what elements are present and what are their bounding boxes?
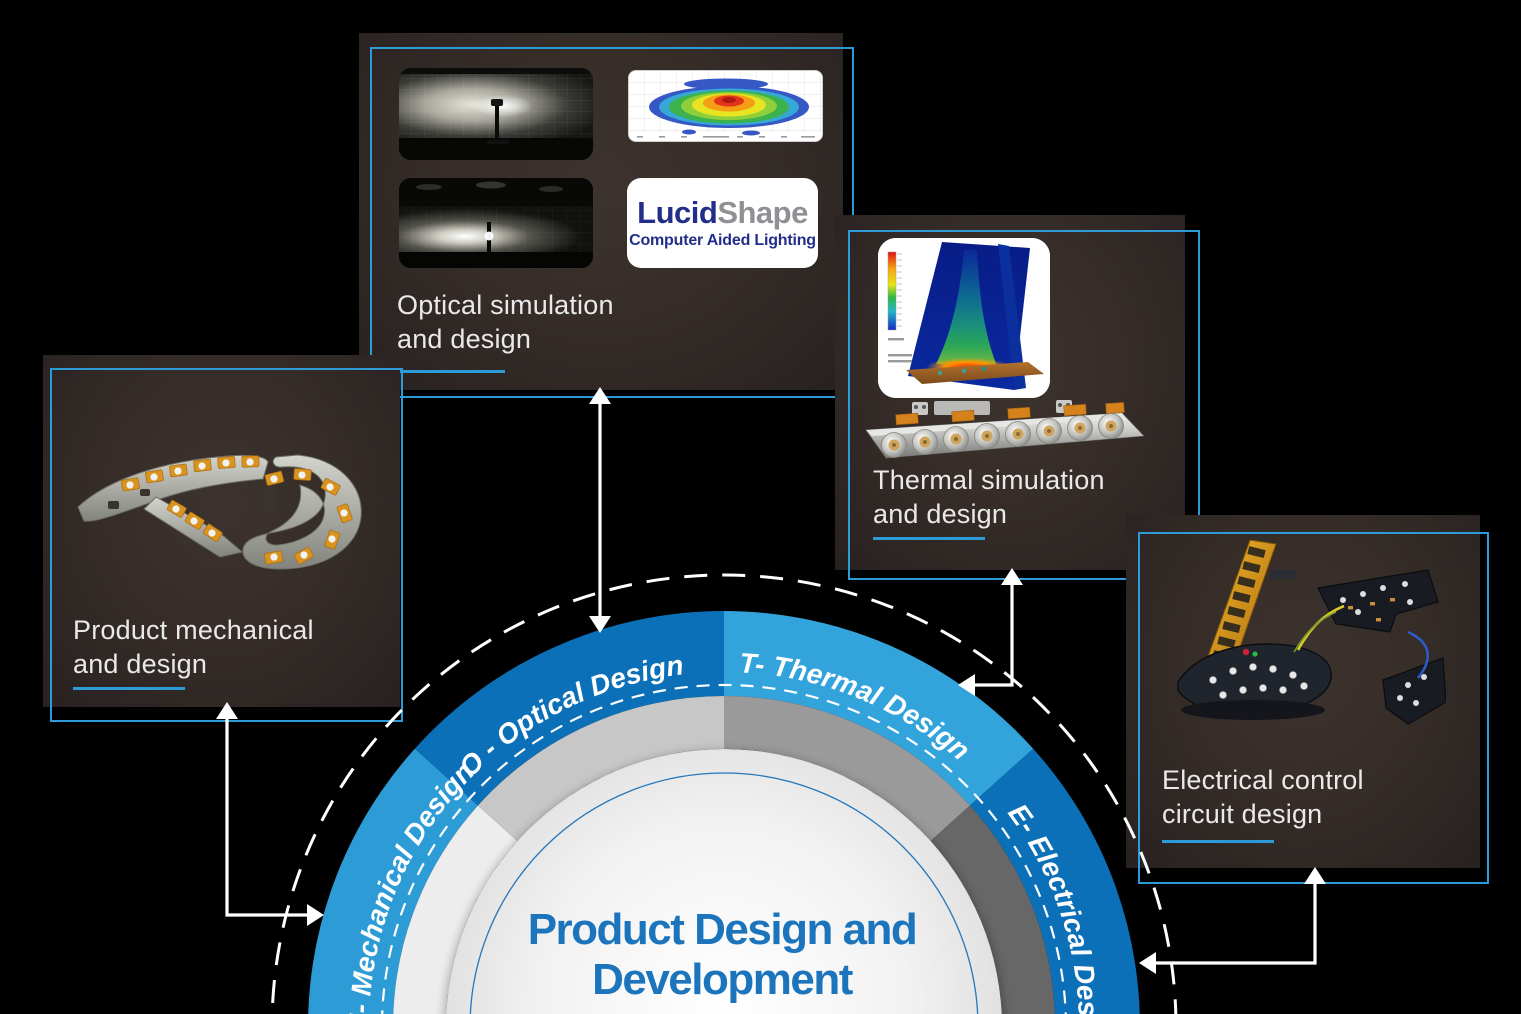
electrical-title-line2: circuit design [1162, 799, 1323, 829]
segment-label-electrical: E- Electrical Design [1002, 798, 1104, 1014]
pcb2-led-pads [1397, 674, 1427, 706]
optical-title-line2: and design [397, 324, 532, 354]
thermal-title-line1: Thermal simulation [873, 465, 1105, 495]
circuit-boards-photo [1158, 540, 1446, 758]
lucidshape-logo: LucidShape Computer Aided Lighting [627, 178, 818, 268]
lucidshape-tagline: Computer Aided Lighting [629, 231, 816, 249]
beam-test-photo-1 [399, 68, 593, 160]
housing-led-pads [1209, 663, 1308, 699]
thermal-card: Thermal simulation and design [835, 215, 1185, 570]
beam-photo-1-art [399, 74, 593, 160]
electrical-connector-arrow [1139, 867, 1326, 974]
center-thin-blue-circle [469, 772, 979, 1014]
electrical-title-line1: Electrical control [1162, 765, 1364, 795]
headlamp-frame-art [77, 454, 362, 570]
inner-dashed-circle [381, 684, 1067, 1014]
mechanical-title-line2: and design [73, 649, 208, 679]
optical-title-underline [397, 370, 505, 373]
mechanical-card-title: Product mechanical and design [73, 613, 314, 681]
led-bar-flex-pads [895, 402, 1125, 426]
thermal-card-title: Thermal simulation and design [873, 463, 1105, 531]
gray-segment-electrical [930, 805, 1055, 1014]
wheel-center-title-line2: Development [592, 955, 854, 1004]
gray-segment-thermal [724, 696, 970, 841]
headlamp-frame-photo [68, 433, 373, 593]
thermal-legend-marks [888, 338, 912, 363]
electrical-card: Electrical control circuit design [1126, 515, 1480, 868]
isolux-chart [628, 70, 823, 142]
product-design-wheel: M- Mechanical Design O - Optical Design … [270, 573, 1178, 1014]
thermal-simulation-image [878, 238, 1050, 398]
thermal-colorbar [887, 251, 897, 331]
green-wire [1293, 611, 1337, 653]
electrical-title-underline [1162, 840, 1274, 843]
segment-label-optical: O - Optical Design [453, 649, 685, 782]
segment-mechanical [308, 748, 478, 1014]
optical-card: LucidShape Computer Aided Lighting Optic… [359, 33, 843, 390]
flex-pcb-pads [120, 455, 353, 565]
beam-photo-2-art [399, 178, 593, 268]
pcb1-gold-pads [1348, 598, 1395, 622]
isolux-chart-art [629, 71, 822, 141]
optical-connector-arrow [589, 387, 611, 633]
mechanical-title-line1: Product mechanical [73, 615, 314, 645]
center-disc [446, 749, 1002, 1014]
mechanical-card: Product mechanical and design [43, 355, 400, 707]
outer-dashed-circle [270, 573, 1178, 1014]
thermal-sim-art [878, 238, 1050, 398]
gray-segment-optical [478, 696, 724, 841]
segment-electrical [970, 748, 1140, 1014]
thermal-title-underline [873, 537, 985, 540]
thermal-colorbar-ticks [897, 253, 902, 327]
mechanical-connector-arrow [216, 702, 324, 926]
circuit-boards-art [1177, 540, 1446, 725]
blue-wire [1407, 630, 1429, 679]
lucidshape-brand: LucidShape [637, 194, 808, 230]
wheel-center-title-line1: Product Design and [528, 905, 917, 954]
gray-segment-mechanical [393, 805, 518, 1014]
optical-title-line1: Optical simulation [397, 290, 614, 320]
segment-label-thermal: T- Thermal Design [738, 647, 975, 766]
segment-optical [414, 611, 724, 806]
isolux-axis-marks [637, 136, 815, 138]
beam-test-photo-2 [399, 178, 593, 268]
center-disc-shadow [444, 751, 1004, 1014]
led-bar-art [865, 400, 1145, 459]
mechanical-title-underline [73, 687, 185, 690]
electrical-card-title: Electrical control circuit design [1162, 763, 1364, 831]
thermal-connector-arrow [958, 568, 1023, 696]
segment-label-mechanical: M- Mechanical Design [344, 756, 480, 1014]
thermal-title-line2: and design [873, 499, 1008, 529]
pcb1-led-pads [1340, 581, 1413, 615]
lucidshape-brand-secondary: Shape [717, 194, 808, 230]
lucidshape-brand-primary: Lucid [637, 194, 718, 230]
led-bar-photo [860, 400, 1150, 470]
led-bar-lenses [881, 413, 1124, 458]
optical-card-title: Optical simulation and design [397, 288, 614, 356]
segment-thermal [724, 611, 1034, 806]
